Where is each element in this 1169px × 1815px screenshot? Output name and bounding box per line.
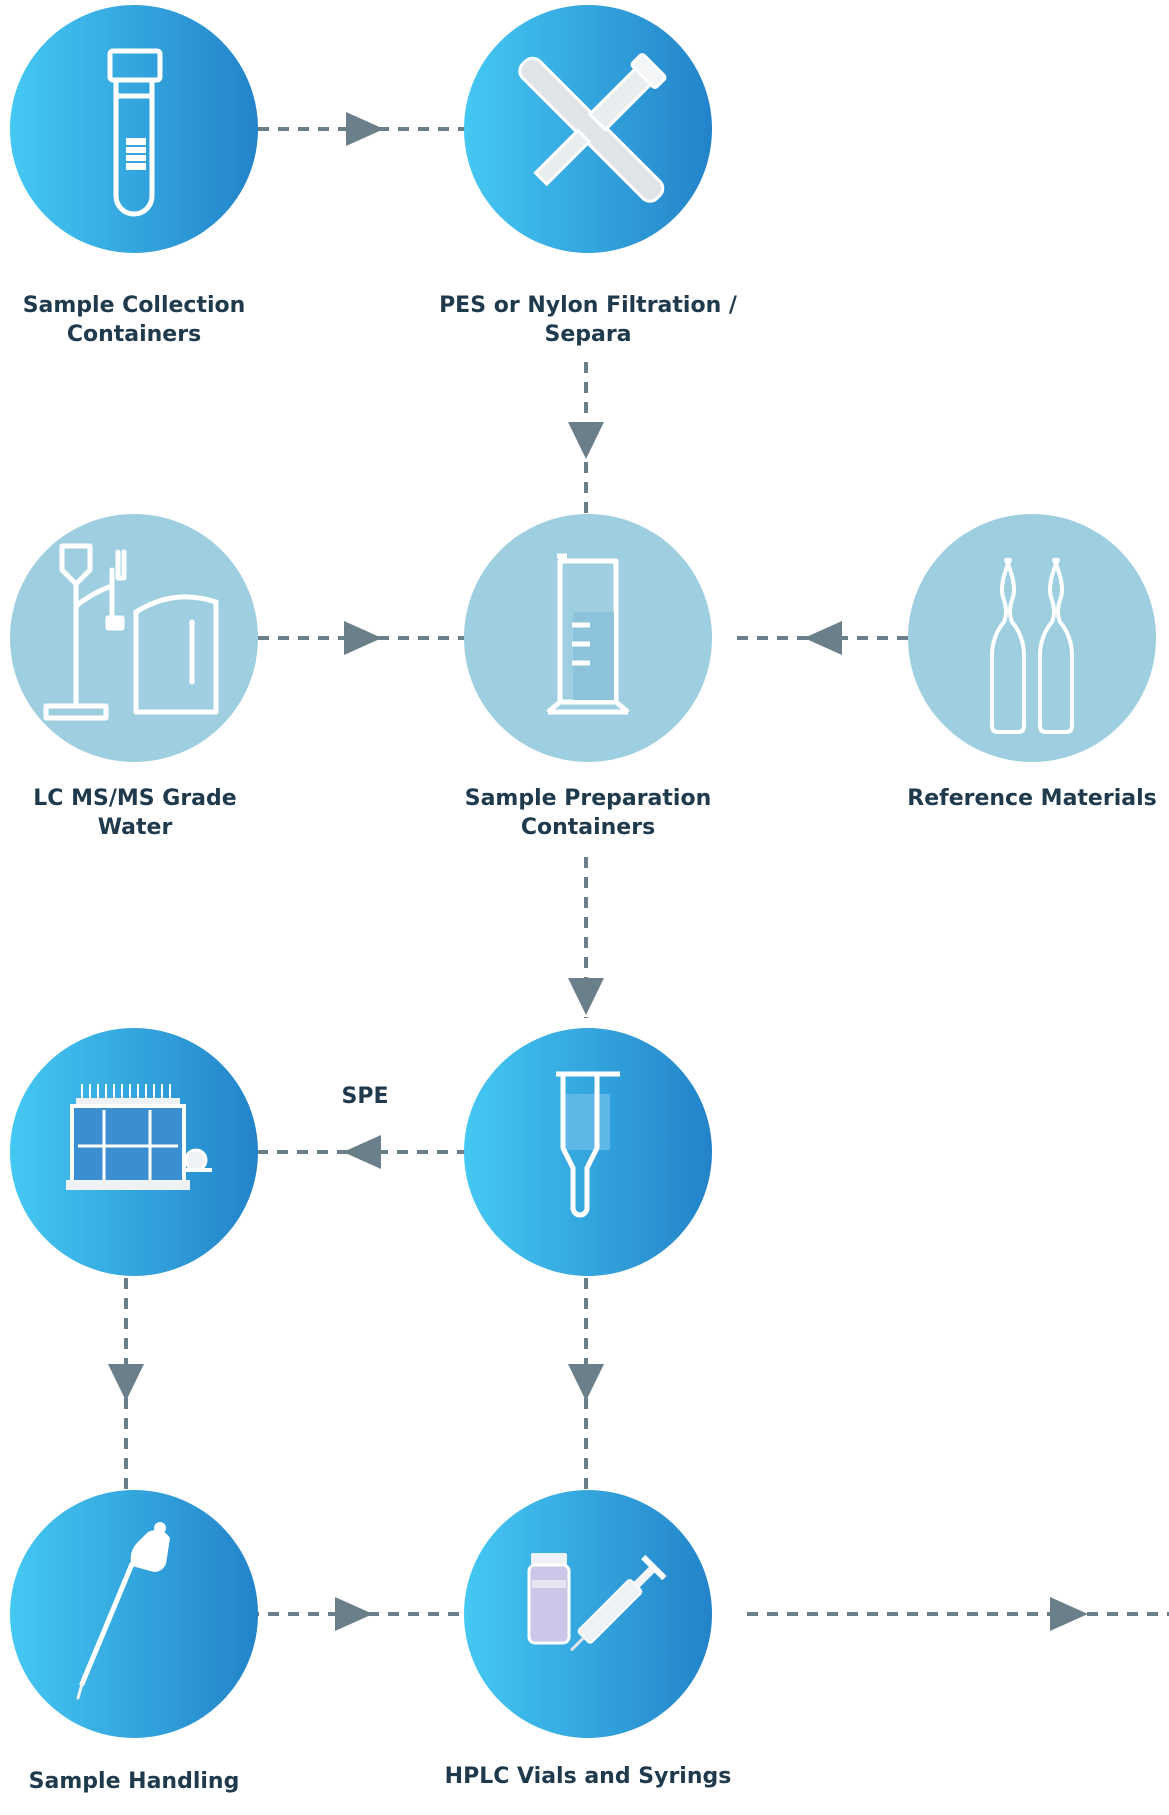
node-circle-sample-handling [10, 1490, 258, 1738]
arrowhead-down [568, 978, 604, 1015]
arrowhead-right [1050, 1597, 1088, 1631]
water-purification-system-icon [43, 543, 219, 721]
node-label-filtration: PES or Nylon Filtration / Separa [439, 293, 737, 347]
arrowhead-right [346, 112, 384, 146]
connectors [108, 112, 1169, 1631]
node-label-sample-handling: Sample Handling [28, 1769, 240, 1794]
arrowhead-down [568, 422, 604, 459]
arrowhead-right [344, 621, 382, 655]
spe-cartridge-icon [556, 1071, 620, 1218]
arrowhead-left [804, 621, 842, 655]
node-label-hplc-vials: HPLC Vials and Syrings [444, 1764, 732, 1789]
node-circle-hplc-vials [464, 1490, 712, 1738]
syringe-filter-icon [518, 53, 667, 203]
arrowhead-right [335, 1597, 373, 1631]
node-circles [10, 5, 1156, 1738]
node-label-sample-collection: Sample Collection Containers [22, 293, 246, 347]
vial-and-syringe-icon [527, 1553, 667, 1652]
node-circle-reference-materials [908, 514, 1156, 762]
arrowhead-down [568, 1364, 604, 1401]
pipette-icon [76, 1522, 170, 1700]
graduated-cylinder-icon [546, 553, 630, 715]
arrowhead-left [343, 1135, 381, 1169]
ampoules-icon [990, 558, 1074, 734]
edge-label-spe: SPE [341, 1084, 389, 1109]
node-label-sample-preparation: Sample Preparation Containers [464, 786, 712, 840]
node-circle-sample-collection [10, 5, 258, 253]
spe-vacuum-manifold-icon [66, 1084, 212, 1190]
node-circle-spe-cartridge [464, 1028, 712, 1276]
node-label-reference-materials: Reference Materials [907, 786, 1157, 811]
arrowhead-down [108, 1364, 144, 1401]
test-tube-icon [107, 48, 163, 217]
node-label-lcms-water: LC MS/MS Grade Water [33, 786, 237, 840]
